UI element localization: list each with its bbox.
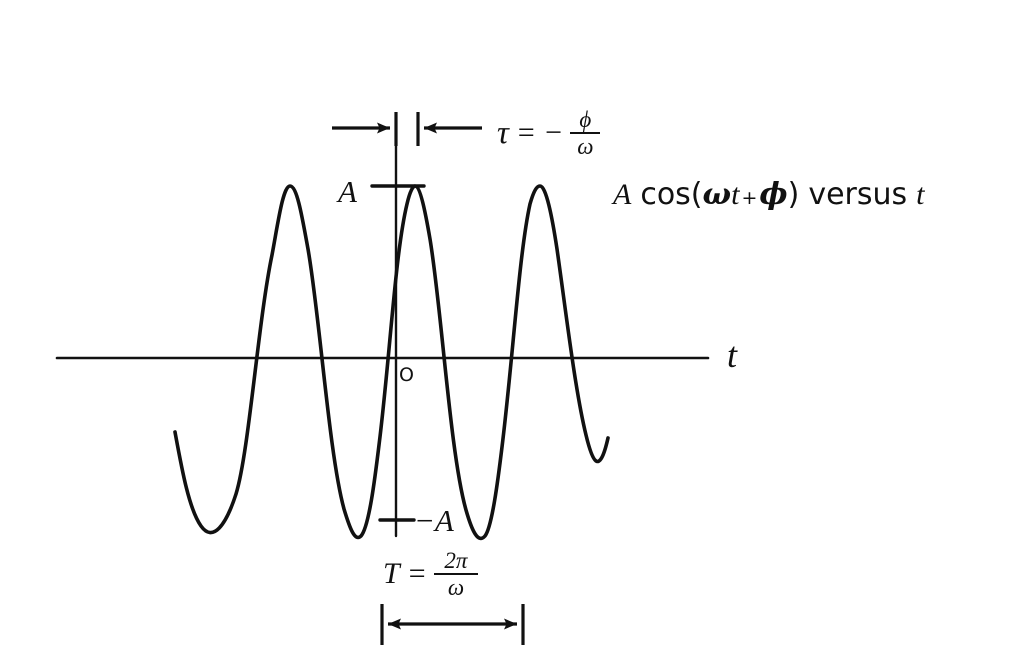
period-symbol: T [383, 557, 400, 590]
period-fraction: 2π ω [433, 548, 478, 600]
amplitude-negative-label: −A [414, 503, 454, 538]
t-axis-label: t [727, 335, 738, 375]
cosine-curve [173, 184, 610, 541]
tau-numerator: ϕ [579, 107, 592, 132]
caption-time-var: t [731, 178, 740, 211]
tau-fraction-bar [570, 132, 601, 134]
origin-label: O [399, 364, 414, 386]
legend-caption: A cos( ω t + ϕ ) versus t [613, 180, 925, 210]
period-equation: T = 2π ω [383, 548, 478, 600]
caption-versus: versus [808, 177, 908, 212]
period-denominator: ω [447, 575, 465, 600]
amplitude-positive-label: A [338, 174, 357, 209]
caption-omega: ω [702, 177, 732, 212]
tau-symbol: τ [497, 114, 509, 151]
period-fraction-bar [433, 573, 478, 575]
caption-cos-open: cos( [640, 177, 703, 212]
period-numerator: 2π [444, 548, 468, 573]
caption-axis-var: t [916, 178, 925, 211]
tau-equals-sign: = [515, 116, 537, 149]
tau-minus-sign: − [543, 116, 564, 149]
caption-amplitude: A [613, 178, 632, 211]
tau-denominator: ω [577, 134, 594, 159]
caption-phi: ϕ [759, 177, 788, 212]
caption-close-paren: ) [787, 177, 800, 212]
caption-plus-sign: + [741, 187, 758, 209]
phase-shift-equation: τ = − ϕ ω [497, 107, 601, 159]
tau-fraction: ϕ ω [570, 107, 601, 159]
period-equals-sign: = [406, 557, 427, 590]
